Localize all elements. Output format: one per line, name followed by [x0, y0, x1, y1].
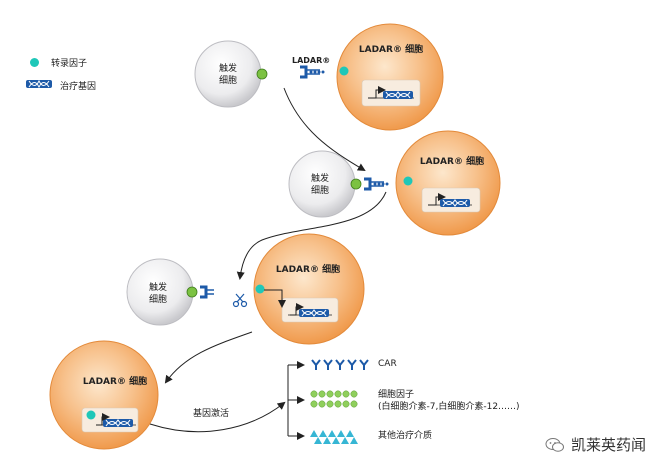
wechat-icon: [545, 437, 565, 453]
ladar-cell-2: LADAR® 细胞: [395, 130, 501, 236]
output-cytokine-label: 细胞因子: [378, 390, 415, 400]
ladar-cell-3: LADAR® 细胞: [253, 233, 365, 345]
legend-gene-label: 治疗基因: [60, 82, 97, 92]
trigger-cell-3-label-2: 细胞: [149, 293, 167, 305]
ladar-cell-4: LADAR® 细胞: [49, 340, 159, 450]
ladar-cell-3-label: LADAR® 细胞: [276, 263, 340, 275]
flow-arrow-1: [283, 87, 366, 172]
gene-2: [439, 198, 471, 208]
trigger-cell-1-label: 触发: [219, 62, 237, 74]
transcription-factor-3: [255, 284, 265, 294]
transcription-factor-icon: [30, 58, 39, 67]
legend-gene: 治疗基因: [26, 79, 96, 92]
ligand-1: [256, 68, 268, 80]
ladar-cell-2-label: LADAR® 细胞: [420, 155, 484, 167]
output-car-label: CAR: [378, 359, 397, 369]
trigger-cell-1-label-2: 细胞: [219, 74, 237, 86]
trigger-cell-2: 触发 细胞: [288, 150, 356, 218]
trigger-cell-3-label: 触发: [149, 281, 167, 293]
legend-tf-label: 转录因子: [51, 59, 88, 69]
gene-4: [102, 418, 134, 428]
other-mediator-icons: [310, 430, 358, 444]
flow-arrow-3: [164, 331, 253, 384]
transcription-factor-2: [403, 176, 413, 186]
scissors-icon: [232, 293, 248, 308]
ladar-receptor-label: LADAR®: [292, 56, 330, 65]
tf-translocation: [255, 284, 304, 316]
trigger-cell-2-label: 触发: [311, 172, 329, 184]
receptor-2: [362, 177, 390, 191]
transcription-factor-4: [86, 410, 96, 420]
ladar-cell-1-label: LADAR® 细胞: [359, 43, 423, 55]
transcription-factor-1: [339, 66, 349, 76]
cytokine-icons: [310, 390, 358, 408]
trigger-cell-2-label-2: 细胞: [311, 184, 329, 196]
ligand-2: [350, 178, 362, 190]
ligand-3: [186, 286, 198, 298]
gene-activation-label: 基因激活: [193, 407, 229, 419]
gene-activation-arrow: [149, 401, 286, 433]
legend-tf: 转录因子: [30, 56, 87, 69]
flow-arrow-2: [236, 191, 387, 280]
output-other-label: 其他治疗介质: [378, 431, 433, 441]
ladar-cell-1: LADAR® 细胞: [336, 23, 444, 131]
trigger-cell-3: 触发 细胞: [126, 258, 194, 326]
watermark: 凯莱英药闻: [545, 434, 646, 455]
car-icons: [311, 359, 369, 370]
gene-3: [298, 308, 330, 318]
receptor-3-fragment: [200, 285, 214, 299]
output-cytokine-examples: (白细胞介素-7,白细胞介素-12……): [378, 402, 520, 412]
receptor-1: [298, 65, 326, 79]
ladar-cell-4-label: LADAR® 细胞: [83, 375, 147, 387]
watermark-text: 凯莱英药闻: [570, 436, 646, 454]
output-bracket: [287, 361, 305, 440]
trigger-cell-1: 触发 细胞: [194, 40, 262, 108]
dna-icon: [26, 79, 52, 92]
gene-1: [382, 90, 414, 100]
